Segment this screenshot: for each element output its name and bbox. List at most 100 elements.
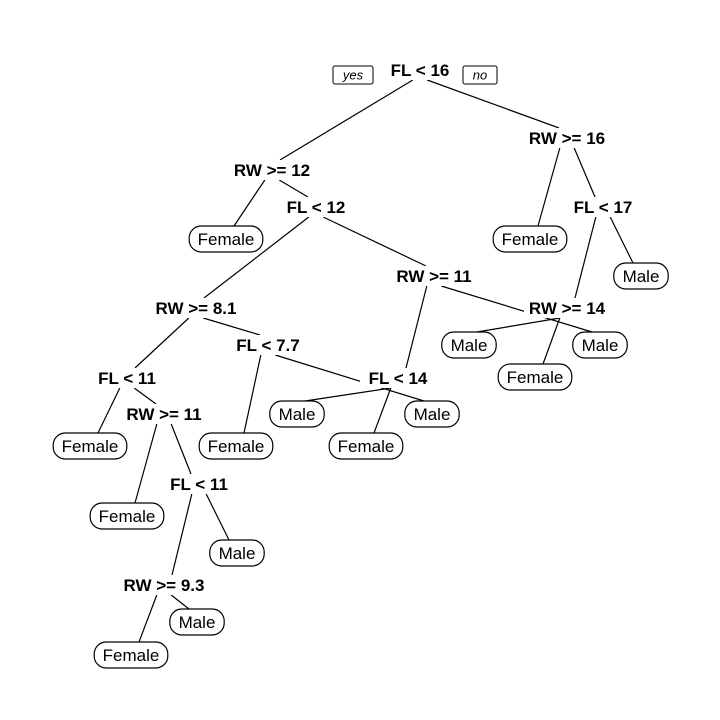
split-label-background [278, 197, 354, 217]
tree-edge [171, 493, 193, 576]
nodes-layer: FL < 16 RW >= 12 RW >= 16 Female FL < 12 Fema… [52, 60, 669, 669]
split-label: RW >= 16 [529, 129, 605, 148]
leaf-box [188, 225, 264, 253]
split-label: FL < 7.7 [236, 336, 299, 355]
tree-edge [233, 179, 266, 227]
tree-edge [243, 354, 262, 434]
tree-edge [574, 216, 597, 299]
split-label-background [116, 575, 212, 595]
leaf-label: Female [502, 230, 559, 249]
split-node: FL < 14 [360, 368, 436, 388]
leaf-box [441, 331, 497, 359]
split-label: RW >= 11 [126, 405, 201, 424]
tree-edge [97, 387, 121, 434]
split-label-background [89, 368, 165, 388]
split-label: RW >= 8.1 [156, 299, 237, 318]
split-node: RW >= 8.1 [148, 298, 244, 318]
tree-edge [279, 79, 414, 161]
tree-edge [203, 317, 261, 336]
split-label-background [161, 474, 237, 494]
leaf-node: Male [209, 539, 265, 567]
split-label: RW >= 14 [529, 299, 606, 318]
tree-edge [275, 354, 425, 402]
leaf-node: Male [613, 262, 669, 290]
leaf-box [492, 225, 568, 253]
split-node: FL < 17 [565, 197, 641, 217]
split-node: FL < 12 [278, 197, 354, 217]
leaf-label: Male [179, 613, 216, 632]
split-node: RW >= 11 [391, 266, 477, 286]
tree-edge [322, 216, 427, 267]
split-label-background [121, 404, 207, 424]
leaf-label: Male [623, 267, 660, 286]
leaf-node: Male [169, 608, 225, 636]
leaf-node: Female [492, 225, 568, 253]
leaf-label: Male [219, 544, 256, 563]
split-label: RW >= 11 [396, 267, 471, 286]
tree-edge [170, 423, 192, 475]
tree-edge [405, 285, 428, 369]
leaf-box [198, 432, 274, 460]
split-label: FL < 14 [369, 369, 428, 388]
tree-edge [278, 179, 309, 198]
leaf-box [497, 363, 573, 391]
leaf-node: Female [497, 363, 573, 391]
split-label-background [391, 266, 477, 286]
split-node: RW >= 16 [524, 128, 610, 148]
split-label-background [229, 160, 315, 180]
tree-edge [609, 216, 634, 264]
tree-edge [441, 285, 593, 333]
edges-layer [97, 79, 634, 643]
leaf-box [328, 432, 404, 460]
split-label: RW >= 9.3 [124, 576, 205, 595]
leaf-label: Female [338, 437, 395, 456]
split-node: RW >= 12 [229, 160, 315, 180]
split-node: RW >= 14 [524, 298, 610, 318]
leaf-node: Male [404, 400, 460, 428]
leaf-box [269, 400, 325, 428]
split-node: FL < 7.7 [225, 335, 311, 355]
tree-edge [134, 317, 190, 369]
tree-edge [205, 493, 230, 541]
split-label-background [225, 335, 311, 355]
leaf-label: Male [582, 336, 619, 355]
leaf-box [209, 539, 265, 567]
leaf-box [52, 432, 128, 460]
split-label: RW >= 12 [234, 161, 310, 180]
split-node: FL < 11 [161, 474, 237, 494]
leaf-label: Female [103, 646, 160, 665]
leaf-node: Male [441, 331, 497, 359]
leaf-label: Male [414, 405, 451, 424]
no-label: no [473, 68, 487, 83]
leaf-label: Female [507, 368, 564, 387]
leaf-label: Female [208, 437, 265, 456]
tree-edge [476, 317, 560, 333]
leaf-box [404, 400, 460, 428]
tree-edge [573, 147, 596, 198]
split-node: FL < 16 [382, 60, 458, 80]
tree-edge [134, 423, 158, 504]
leaf-label: Male [279, 405, 316, 424]
yes-label: yes [342, 68, 364, 83]
split-node: FL < 11 [89, 368, 165, 388]
split-label: FL < 17 [574, 198, 633, 217]
split-label: FL < 12 [287, 198, 346, 217]
leaf-node: Male [269, 400, 325, 428]
leaf-node: Male [572, 331, 628, 359]
yes-label-box [332, 65, 374, 85]
leaf-node: Female [89, 502, 165, 530]
leaf-box [93, 641, 169, 669]
leaf-node: Female [328, 432, 404, 460]
split-label-background [382, 60, 458, 80]
no-label-box [462, 65, 498, 85]
split-node: RW >= 9.3 [116, 575, 212, 595]
tree-edge [203, 216, 310, 299]
tree-edge [542, 317, 561, 365]
tree-edge [138, 594, 158, 643]
split-label-background [148, 298, 244, 318]
leaf-label: Female [62, 437, 119, 456]
leaf-node: Female [93, 641, 169, 669]
split-label-background [565, 197, 641, 217]
split-label: FL < 11 [98, 369, 156, 388]
